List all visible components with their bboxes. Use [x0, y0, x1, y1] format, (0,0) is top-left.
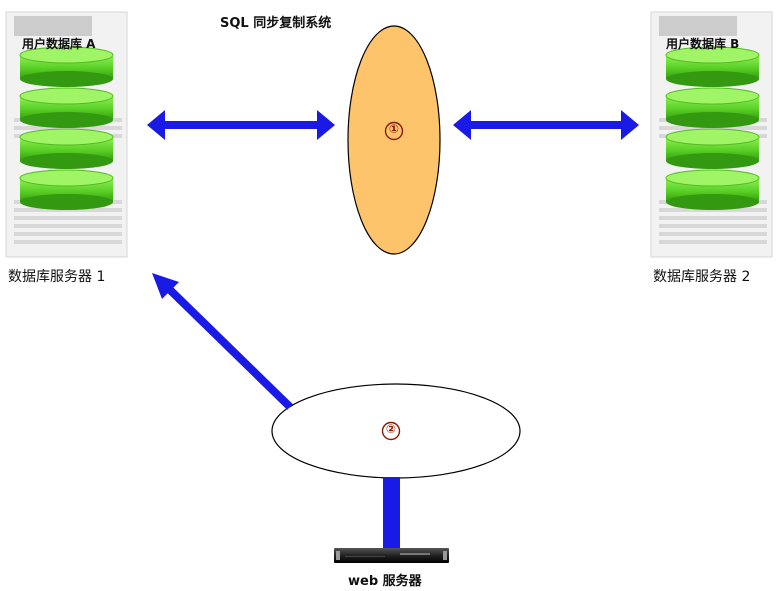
marker-2-label: ②: [385, 422, 397, 436]
web-server-label: web 服务器: [348, 574, 422, 589]
disk-b-3: [665, 128, 760, 169]
db-label-a: 用户数据库 A: [22, 37, 96, 51]
database-stack-icon-b: [665, 46, 760, 210]
disk-a-2: [19, 87, 114, 128]
server-label-2: 数据库服务器 2: [653, 269, 751, 285]
marker-1-label: ①: [388, 122, 400, 136]
marker-circle-1: [384, 121, 404, 141]
server-panel-a: [5, 11, 128, 258]
disk-b-4: [665, 169, 760, 210]
db-label-b: 用户数据库 B: [666, 37, 740, 51]
arrow-sync-to-b: [453, 110, 639, 140]
disk-b-1: [665, 46, 760, 87]
arrow-a-to-sync: [147, 110, 335, 140]
database-stack-icon-a: [19, 46, 114, 210]
server-panel-b: [650, 11, 773, 258]
disk-a-1: [19, 46, 114, 87]
diagram-title: SQL 同步复制系统: [220, 16, 332, 31]
disk-b-2: [665, 87, 760, 128]
server-label-1: 数据库服务器 1: [8, 269, 106, 285]
arrow-web-to-server-a: [152, 273, 293, 410]
web-connector-bar: [383, 477, 400, 549]
marker-circle-2: [381, 421, 401, 441]
disk-a-3: [19, 128, 114, 169]
rack-server-icon: [334, 548, 449, 563]
disk-a-4: [19, 169, 114, 210]
